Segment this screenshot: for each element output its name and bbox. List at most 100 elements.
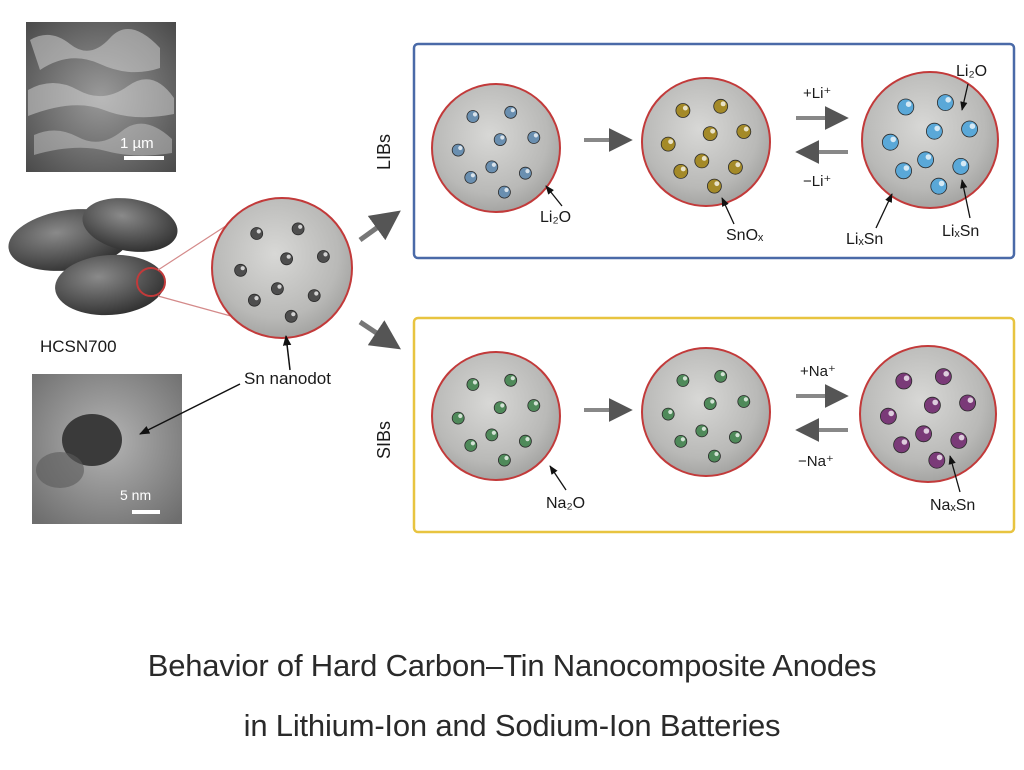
sn-dot bbox=[695, 424, 709, 438]
sn-dot-highlight bbox=[735, 433, 740, 438]
sn-dot-highlight bbox=[720, 372, 725, 377]
sn-dot-highlight bbox=[525, 437, 530, 442]
sn-dot-highlight bbox=[277, 284, 282, 289]
sn-dot-highlight bbox=[720, 101, 726, 107]
sn-dot bbox=[928, 451, 946, 469]
sn-dot-highlight bbox=[932, 399, 938, 406]
tem-scale-bar bbox=[132, 510, 160, 514]
sn-dot-highlight bbox=[945, 97, 951, 103]
sn-dot-highlight bbox=[967, 397, 974, 404]
sn-dot bbox=[673, 163, 689, 179]
particle-label: HCSN700 bbox=[40, 337, 117, 356]
sn-dot bbox=[702, 126, 718, 142]
sn-dot-highlight bbox=[240, 266, 245, 271]
tem-scale-label: 5 nm bbox=[120, 487, 151, 503]
sem-micrograph: 1 µm bbox=[26, 22, 176, 172]
sn-dot bbox=[291, 222, 305, 236]
sn-dot bbox=[466, 110, 480, 123]
sn-dot-highlight bbox=[925, 154, 932, 160]
sn-dot-highlight bbox=[710, 399, 715, 404]
sn-dot-highlight bbox=[525, 169, 530, 174]
sibs-label-oxide: Na₂O bbox=[546, 495, 585, 512]
zoom-line-bottom bbox=[157, 295, 239, 319]
sn-dot-highlight bbox=[254, 296, 259, 301]
sn-dot bbox=[676, 374, 690, 387]
libs-dots-3 bbox=[882, 94, 978, 195]
sn-dot-highlight bbox=[923, 428, 930, 434]
libs-label-oxide-right: Li₂O bbox=[956, 63, 987, 80]
sn-dot bbox=[316, 250, 330, 263]
sn-dot-highlight bbox=[888, 410, 894, 417]
sn-dot bbox=[527, 131, 541, 144]
sn-dot bbox=[464, 438, 478, 452]
sn-dot-highlight bbox=[458, 413, 463, 419]
sn-dot bbox=[504, 373, 518, 387]
sn-dot bbox=[882, 133, 899, 151]
sn-dot bbox=[729, 430, 742, 444]
sn-dot-highlight bbox=[668, 139, 674, 145]
sn-dot bbox=[250, 227, 264, 240]
sibs-forward-label: +Na⁺ bbox=[800, 363, 836, 380]
sn-dot-highlight bbox=[936, 454, 943, 461]
sibs-label-naxsn: NaₓSn bbox=[930, 497, 975, 514]
caption-line-1: Behavior of Hard Carbon–Tin Nanocomposit… bbox=[147, 648, 877, 683]
sn-dot bbox=[497, 185, 511, 199]
sibs-pointer-naxsn bbox=[948, 455, 961, 493]
caption-line-2: in Lithium-Ion and Sodium-Ion Batteries bbox=[243, 708, 781, 743]
sn-dot bbox=[519, 434, 532, 448]
sibs-panel: SIBs +Na⁺ −Na⁺ Na₂O NaₓSn bbox=[374, 316, 1016, 534]
libs-pointer-lixsn-b bbox=[960, 179, 971, 219]
sn-dot-highlight bbox=[504, 455, 509, 461]
sn-dot-highlight bbox=[934, 125, 940, 132]
sn-dot-highlight bbox=[286, 254, 291, 259]
libs-dots-2 bbox=[660, 98, 752, 194]
sn-dot bbox=[247, 293, 261, 307]
sn-dot-highlight bbox=[533, 401, 539, 406]
sn-dot bbox=[451, 143, 465, 157]
sn-dot bbox=[713, 98, 729, 114]
sn-dot bbox=[961, 120, 978, 138]
sn-dot bbox=[485, 160, 499, 174]
libs-forward-label: +Li⁺ bbox=[803, 85, 831, 102]
sem-scale-bar bbox=[124, 156, 164, 160]
sn-dot bbox=[937, 94, 954, 111]
sn-dot bbox=[280, 252, 294, 266]
sn-dot bbox=[880, 407, 897, 425]
sibs-dots-2 bbox=[661, 369, 751, 463]
libs-label-oxide: Li₂O bbox=[540, 209, 571, 226]
tem-pointer bbox=[139, 383, 241, 435]
sn-dot bbox=[464, 170, 478, 184]
sn-dot bbox=[926, 122, 943, 140]
tem-micrograph: 5 nm bbox=[32, 374, 182, 524]
nanodot-label: Sn nanodot bbox=[244, 369, 331, 388]
sn-dot bbox=[895, 162, 912, 180]
sn-dot-highlight bbox=[701, 156, 707, 161]
libs-pointer-oxide-right bbox=[960, 83, 969, 111]
sn-dot bbox=[485, 428, 499, 442]
sn-dot bbox=[497, 453, 511, 467]
sn-dot-highlight bbox=[680, 166, 686, 172]
sn-dot-highlight bbox=[938, 180, 945, 187]
sn-dot-highlight bbox=[901, 439, 908, 445]
sibs-dots-1 bbox=[451, 373, 541, 467]
sn-dot bbox=[708, 449, 721, 463]
sn-dot bbox=[917, 151, 934, 169]
sn-dot-highlight bbox=[969, 123, 976, 129]
sem-scale-label: 1 µm bbox=[120, 135, 154, 152]
sn-dot-highlight bbox=[903, 165, 910, 171]
sn-dot-highlight bbox=[510, 108, 515, 113]
sn-dot bbox=[736, 124, 752, 139]
sn-dot bbox=[493, 133, 507, 147]
branch-arrow-libs bbox=[358, 210, 401, 243]
sn-dot bbox=[930, 177, 948, 195]
sn-dot-highlight bbox=[472, 380, 478, 385]
sn-dot-highlight bbox=[714, 451, 719, 457]
sn-dot-highlight bbox=[491, 162, 496, 167]
sn-dot-highlight bbox=[504, 187, 509, 193]
sn-dot-highlight bbox=[491, 430, 496, 435]
libs-panel: LIBs +Li⁺ −Li⁺ Li₂O SnOₓ LiₓSn LiₓSn Li₂… bbox=[374, 42, 1016, 260]
sibs-reverse-label: −Na⁺ bbox=[798, 453, 834, 470]
sibs-dots-3 bbox=[880, 368, 976, 469]
sn-dot-highlight bbox=[903, 375, 910, 382]
sn-dot bbox=[915, 425, 932, 443]
